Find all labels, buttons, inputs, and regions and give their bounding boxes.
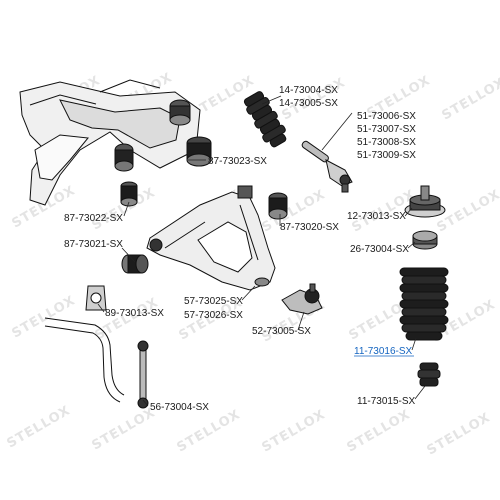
- part-label-26-73004[interactable]: 26-73004-SX: [350, 244, 409, 255]
- bushing-87-73021: [121, 254, 149, 274]
- part-label-57-73025[interactable]: 57-73025-SX: [184, 296, 243, 307]
- tie-rod-end: [301, 140, 353, 193]
- part-label-89-73013[interactable]: 89-73013-SX: [105, 308, 164, 319]
- bump-stop: [417, 362, 441, 387]
- watermark: STELLOX: [425, 410, 494, 458]
- watermark: STELLOX: [345, 407, 414, 455]
- leader-87-73021: [121, 247, 136, 263]
- part-label-56-73004[interactable]: 56-73004-SX: [150, 402, 209, 413]
- part-label-51-73007[interactable]: 51-73007-SX: [357, 124, 416, 135]
- control-arm: [146, 185, 276, 291]
- strut-mount: [404, 185, 446, 218]
- part-label-11-73015[interactable]: 11-73015-SX: [357, 396, 416, 407]
- part-label-52-73005[interactable]: 52-73005-SX: [252, 326, 311, 337]
- watermark: STELLOX: [440, 75, 500, 123]
- shock-boot: [399, 267, 449, 341]
- leader-89-73013: [97, 303, 105, 313]
- bushing-87-73020: [268, 192, 288, 220]
- watermark: STELLOX: [175, 407, 244, 455]
- stabilizer-link: [137, 340, 149, 409]
- part-label-87-73022[interactable]: 87-73022-SX: [64, 213, 123, 224]
- leader-57-73025: [241, 285, 256, 301]
- part-label-87-73020[interactable]: 87-73020-SX: [280, 222, 339, 233]
- leader-12-73013: [404, 207, 413, 217]
- part-label-51-73006[interactable]: 51-73006-SX: [357, 111, 416, 122]
- leader-14-73004: [261, 95, 282, 105]
- part-label-14-73004[interactable]: 14-73004-SX: [279, 85, 338, 96]
- part-label-51-73008[interactable]: 51-73008-SX: [357, 137, 416, 148]
- stabilizer-bushing: [85, 285, 107, 311]
- part-label-11-73016[interactable]: 11-73016-SX: [354, 346, 413, 357]
- part-label-51-73009[interactable]: 51-73009-SX: [357, 150, 416, 161]
- part-label-87-73023[interactable]: 87-73023-SX: [208, 156, 267, 167]
- strut-bearing: [412, 230, 438, 250]
- leader-56-73004: [142, 399, 149, 407]
- part-label-12-73013[interactable]: 12-73013-SX: [347, 211, 406, 222]
- bushing-87-73023: [186, 136, 212, 167]
- leader-52-73005: [297, 311, 305, 331]
- leader-lines: [97, 95, 426, 407]
- steering-boot: [243, 91, 287, 148]
- watermark: STELLOX: [5, 403, 74, 451]
- leader-51-73006: [321, 112, 353, 151]
- leader-87-73022: [123, 201, 130, 217]
- part-labels: 14-73004-SX 14-73005-SX 51-73006-SX 51-7…: [64, 85, 416, 413]
- leader-26-73004: [407, 241, 416, 249]
- stabilizer-bar: [44, 317, 125, 403]
- leader-11-73015: [414, 385, 426, 400]
- watermark: STELLOX: [10, 293, 79, 341]
- part-label-14-73005[interactable]: 14-73005-SX: [279, 98, 338, 109]
- part-label-87-73021[interactable]: 87-73021-SX: [64, 239, 123, 250]
- ball-joint: [281, 283, 323, 315]
- watermark: STELLOX: [260, 407, 329, 455]
- part-label-57-73026[interactable]: 57-73026-SX: [184, 310, 243, 321]
- subframe-illustration: [19, 79, 201, 206]
- leader-11-73016: [411, 337, 417, 351]
- watermark: STELLOX: [90, 405, 159, 453]
